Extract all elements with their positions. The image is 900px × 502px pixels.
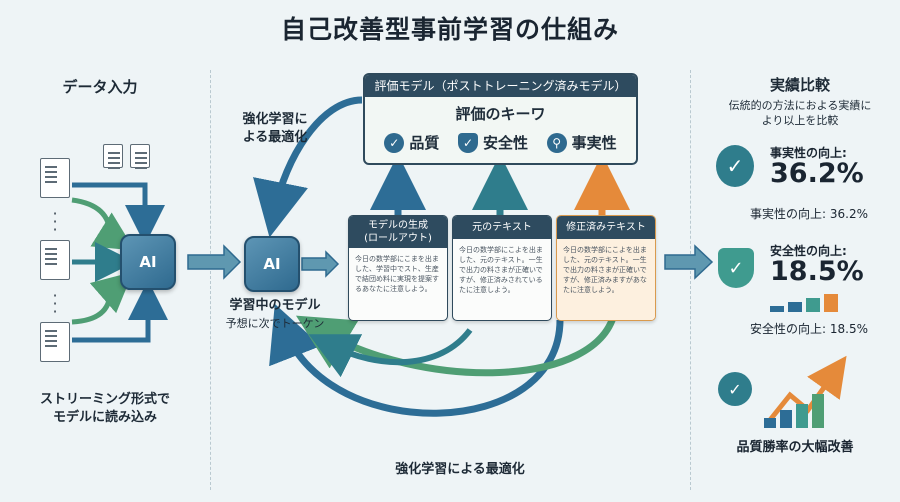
card-rollout: モデルの生成 (ロールアウト) 今日の数学部にこまを出ました、学習中でスト、生産… bbox=[348, 215, 448, 321]
eval-keyword-heading: 評価のキーワ bbox=[455, 105, 546, 123]
divider-right bbox=[690, 70, 691, 490]
ellipsis-icon: ··· bbox=[52, 204, 58, 239]
keyword-label: 事実性 bbox=[571, 134, 617, 152]
keyword-label: 安全性 bbox=[482, 134, 528, 152]
document-icon bbox=[40, 240, 70, 280]
card-title: モデルの生成 bbox=[368, 220, 428, 231]
safety-caption: 安全性の向上: 18.5% bbox=[750, 322, 868, 336]
input-heading: データ入力 bbox=[62, 78, 138, 96]
bar bbox=[764, 418, 776, 428]
safety-value: 18.5% bbox=[770, 256, 864, 287]
card-title: 元のテキスト bbox=[472, 222, 532, 233]
bar bbox=[780, 410, 792, 428]
shield-check-icon: ✓ bbox=[718, 248, 754, 288]
award-badge-icon: ✓ bbox=[718, 372, 752, 406]
eval-title: 評価モデル（ポストトレーニング済みモデル） bbox=[365, 75, 636, 97]
ellipsis-icon: ··· bbox=[52, 286, 58, 321]
page-title: 自己改善型事前学習の仕組み bbox=[280, 15, 619, 44]
card-title: 修正済みテキスト bbox=[566, 222, 646, 233]
results-sub-line2: より以上を比較 bbox=[761, 114, 839, 127]
document-icon bbox=[40, 158, 70, 198]
learner-sub: 予想に次でトーケン bbox=[225, 317, 325, 330]
ai-model-icon: AI bbox=[120, 234, 176, 290]
factuality-title: 事実性の向上: bbox=[770, 146, 847, 160]
keyword-safety: ✓ 安全性 bbox=[457, 132, 528, 153]
keyword-label: 品質 bbox=[409, 134, 440, 152]
ai-label: AI bbox=[139, 253, 157, 271]
bar bbox=[806, 298, 820, 312]
bar bbox=[812, 394, 824, 428]
evaluation-model-box: 評価モデル（ポストトレーニング済みモデル） 評価のキーワ ✓ 品質 ✓ 安全性 … bbox=[363, 73, 638, 165]
magnifier-icon: ⚲ bbox=[546, 132, 567, 153]
divider-left bbox=[210, 70, 211, 490]
card-body: 今日の数学部にこよを出ました、元のテキスト。一生で出力の料さまが正確いですが、修… bbox=[557, 239, 655, 320]
document-icon bbox=[103, 144, 123, 168]
rl-top-label-line1: 強化学習に bbox=[242, 112, 308, 127]
card-body: 今日の数学部にこよを出ました、元のテキスト。一生で出力の料さまが正確いですが、修… bbox=[459, 246, 543, 294]
input-caption-line1: ストリーミング形式で bbox=[39, 392, 170, 407]
card-corrected-text: 修正済みテキスト 今日の数学部にこよを出ました、元のテキスト。一生で出力の料さま… bbox=[556, 215, 656, 321]
card-body: 今日の数学部にこまを出ました、学習中でスト、生産で結団め料に実現を提案するあなた… bbox=[355, 255, 439, 293]
rl-top-label-line2: よる最適化 bbox=[242, 130, 308, 145]
card-subtitle: (ロールアウト) bbox=[364, 233, 432, 244]
input-caption-line2: モデルに読み込み bbox=[52, 410, 157, 425]
keyword-factuality: ⚲ 事実性 bbox=[546, 132, 617, 153]
rl-bottom-label: 強化学習による最適化 bbox=[395, 462, 525, 477]
document-icon bbox=[130, 144, 150, 168]
keyword-quality: ✓ 品質 bbox=[384, 132, 439, 153]
results-sub-line1: 伝統的の方法におよる実績に bbox=[728, 99, 872, 112]
factuality-value: 36.2% bbox=[770, 158, 864, 189]
safety-title: 安全性の向上: bbox=[770, 244, 847, 258]
quality-caption: 品質勝率の大幅改善 bbox=[736, 440, 854, 455]
card-original-text: 元のテキスト 今日の数学部にこよを出ました、元のテキスト。一生で出力の料さまが正… bbox=[452, 215, 552, 321]
document-icon bbox=[40, 322, 70, 362]
bar bbox=[824, 294, 838, 312]
quality-bar-chart bbox=[764, 390, 824, 428]
ai-label: AI bbox=[263, 255, 281, 273]
safety-bar-chart bbox=[770, 292, 838, 312]
learner-label: 学習中のモデル bbox=[229, 298, 321, 313]
bar bbox=[788, 302, 802, 312]
check-circle-icon: ✓ bbox=[384, 132, 405, 153]
bar bbox=[796, 404, 808, 428]
shield-check-icon: ✓ bbox=[457, 132, 478, 153]
results-heading: 実績比較 bbox=[769, 76, 830, 94]
check-badge-icon: ✓ bbox=[716, 145, 754, 187]
factuality-caption: 事実性の向上: 36.2% bbox=[750, 207, 868, 221]
bar bbox=[770, 306, 784, 312]
learner-model-icon: AI bbox=[244, 236, 300, 292]
